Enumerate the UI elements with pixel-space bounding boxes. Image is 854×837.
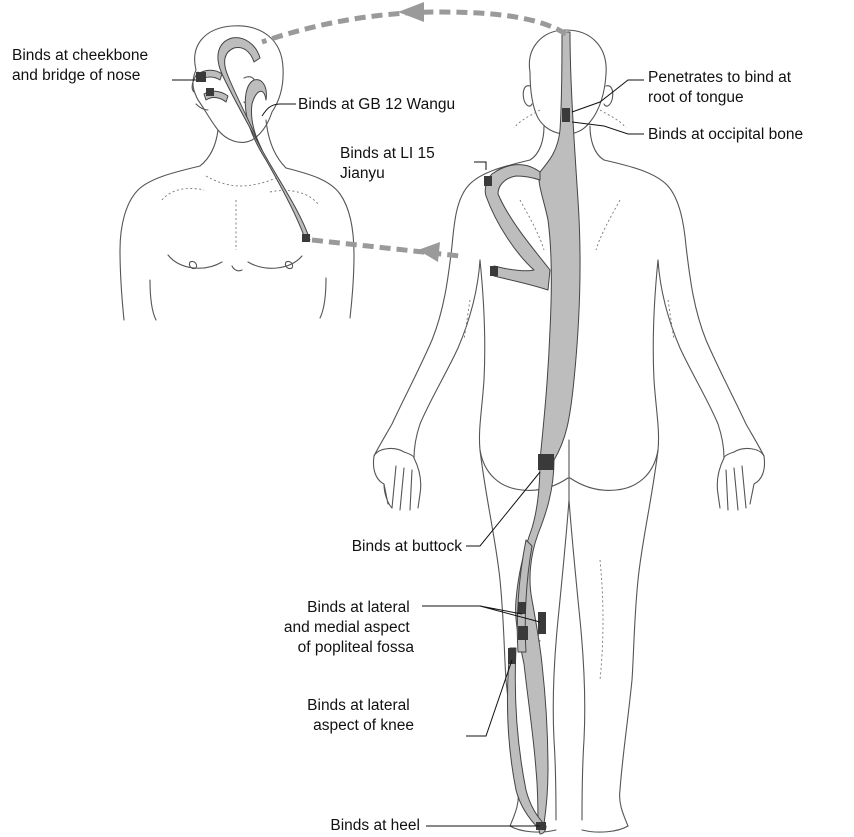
label-gb12-line-1: Binds at GB 12 Wangu <box>298 96 455 113</box>
label-popliteal-line-2: and medial aspect <box>284 619 410 636</box>
label-popliteal-line-3: of popliteal fossa <box>298 639 415 656</box>
back-channel-pathway <box>484 32 580 834</box>
label-tongue-line-1: Penetrates to bind at <box>648 69 792 86</box>
label-popliteal: Binds at lateral and medial aspect of po… <box>284 599 415 656</box>
label-cheekbone: Binds at cheekbone and bridge of nose <box>12 47 152 84</box>
connection-arrows <box>262 2 566 262</box>
label-heel-line-1: Binds at heel <box>330 817 420 834</box>
label-tongue: Penetrates to bind at root of tongue <box>648 69 795 106</box>
front-upper-body-figure <box>120 26 354 320</box>
label-tongue-line-2: root of tongue <box>648 89 744 106</box>
head-arrowhead-icon <box>398 2 424 22</box>
label-buttock: Binds at buttock <box>352 538 463 555</box>
label-buttock-line-1: Binds at buttock <box>352 538 463 555</box>
label-knee-line-1: Binds at lateral <box>307 697 410 714</box>
label-heel: Binds at heel <box>330 817 420 834</box>
label-occipital-line-1: Binds at occipital bone <box>648 126 803 143</box>
label-li15-line-1: Binds at LI 15 <box>340 145 435 162</box>
label-popliteal-line-1: Binds at lateral <box>307 599 410 616</box>
label-occipital: Binds at occipital bone <box>648 126 803 143</box>
label-gb12: Binds at GB 12 Wangu <box>298 96 455 113</box>
label-li15-line-2: Jianyu <box>340 165 385 182</box>
label-cheekbone-line-2: and bridge of nose <box>12 67 140 84</box>
label-knee-line-2: aspect of knee <box>313 717 414 734</box>
label-cheekbone-line-1: Binds at cheekbone <box>12 47 148 64</box>
label-li15: Binds at LI 15 Jianyu <box>340 145 439 182</box>
label-knee: Binds at lateral aspect of knee <box>307 697 414 734</box>
